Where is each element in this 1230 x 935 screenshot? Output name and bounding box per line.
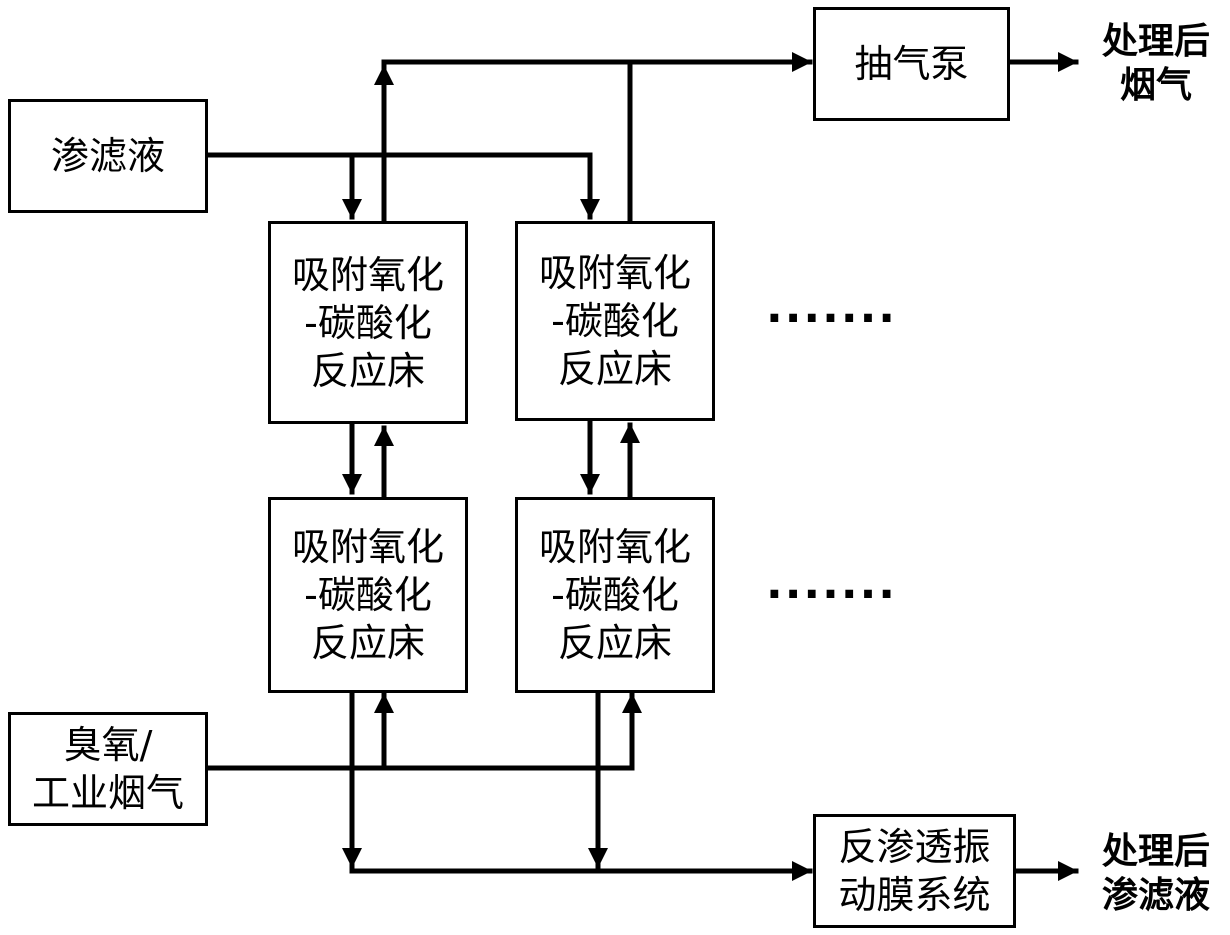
- more-reactors-ellipsis-lower: ·······: [766, 569, 898, 620]
- flue-gas-label: 工业烟气: [31, 771, 184, 815]
- pump-box: 抽气泵: [813, 7, 1010, 121]
- more-reactors-ellipsis-upper: ·······: [766, 293, 898, 344]
- ozone-label: 臭氧/: [63, 723, 153, 767]
- ro-label-line-1: 反渗透振: [838, 825, 991, 869]
- reactor-bed-1b: 吸附氧化 -碳酸化 反应床: [268, 497, 468, 693]
- treated-leachate-line-2: 渗滤液: [1102, 875, 1211, 916]
- treated-leachate-label: 处理后 渗滤液: [1102, 830, 1210, 918]
- reactor-label-line-3: 反应床: [557, 621, 672, 665]
- reactor-label-line-2: -碳酸化: [551, 573, 679, 617]
- leachate-label: 渗滤液: [50, 134, 165, 178]
- reactor-label-line-3: 反应床: [310, 348, 425, 393]
- reactor-label-line-1: 吸附氧化: [291, 525, 444, 569]
- ro-label-line-2: 动膜系统: [838, 873, 991, 917]
- reactor-label-line-2: -碳酸化: [551, 299, 679, 343]
- reactor-label-line-3: 反应床: [557, 347, 672, 391]
- treated-gas-label: 处理后 烟气: [1102, 20, 1210, 108]
- leachate-box: 渗滤液: [8, 99, 208, 213]
- reactor-label-line-1: 吸附氧化: [291, 252, 444, 297]
- treated-leachate-line-1: 处理后: [1102, 831, 1211, 872]
- reactor-bed-2a: 吸附氧化 -碳酸化 反应床: [515, 221, 715, 421]
- pump-label: 抽气泵: [854, 42, 969, 86]
- reactor-bed-2b: 吸附氧化 -碳酸化 反应床: [515, 497, 715, 693]
- reactor-label-line-2: -碳酸化: [304, 573, 432, 617]
- reactor-label-line-2: -碳酸化: [304, 300, 432, 345]
- reactor-bed-1a: 吸附氧化 -碳酸化 反应床: [268, 221, 468, 424]
- reactor-label-line-1: 吸附氧化: [538, 251, 691, 295]
- ro-membrane-box: 反渗透振 动膜系统: [813, 814, 1016, 928]
- reactor-label-line-1: 吸附氧化: [538, 525, 691, 569]
- treated-gas-line-2: 烟气: [1120, 65, 1193, 106]
- reactor-label-line-3: 反应床: [310, 621, 425, 665]
- treated-gas-line-1: 处理后: [1102, 21, 1211, 62]
- ozone-flue-gas-box: 臭氧/ 工业烟气: [8, 712, 208, 826]
